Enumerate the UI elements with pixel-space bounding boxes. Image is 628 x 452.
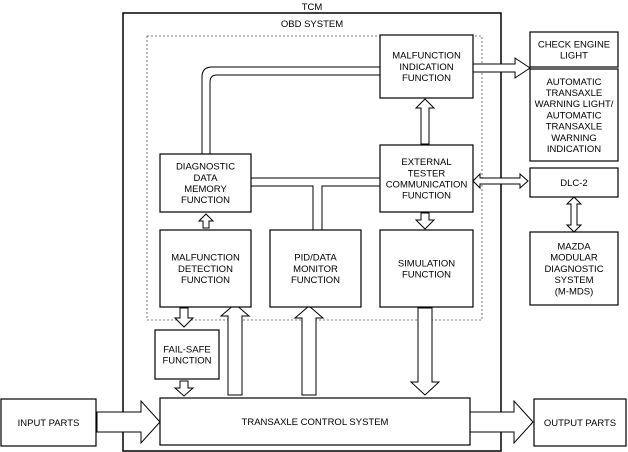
transaxle-control-box: [159, 397, 471, 446]
at-warning-line: WARNING: [551, 133, 597, 144]
external-tester-line: EXTERNAL: [401, 157, 451, 168]
external-tester-line: COMMUNICATION: [386, 180, 468, 191]
mazda-mds-line: MAZDA: [557, 242, 591, 253]
at-warning-line: INDICATION: [547, 144, 601, 155]
pid-data-monitor-line: MONITOR: [293, 264, 338, 275]
arrow-indication-to-lights: [472, 57, 531, 79]
external-tester-box: [379, 144, 474, 213]
pipe-memory-to-tester-left: [251, 185, 314, 230]
fail-safe-line: FUNCTION: [162, 356, 211, 367]
pid-monitor-box: [269, 229, 362, 308]
at-warning-line: WARNING LIGHT/: [535, 99, 614, 110]
mazda-mds-line: DIAGNOSTIC: [544, 264, 603, 275]
malfunction-indication-line: MALFUNCTION: [392, 51, 461, 62]
at-warning-line: TRANSAXLE: [546, 122, 603, 133]
arrow-failsafe-to-control: [173, 380, 195, 397]
arrow-detection-to-memory: [197, 213, 215, 229]
check-engine-light-box: [529, 31, 619, 68]
mazda-mds-line: SYSTEM: [554, 275, 593, 286]
simulation-line: FUNCTION: [402, 270, 451, 281]
external-tester-line: TESTER: [408, 168, 446, 179]
dlc2-label: DLC-2: [560, 178, 587, 189]
tcm-box: [122, 12, 502, 452]
malfunction-detection-line: FUNCTION: [181, 275, 230, 286]
malfunction-detection-line: MALFUNCTION: [171, 253, 240, 264]
pid-data-monitor-line: PID/DATA: [294, 253, 337, 264]
diagnostic-data-memory-line: DATA: [194, 173, 219, 184]
diagnostic-memory-box: [159, 153, 252, 213]
diagnostic-data-memory-line: DIAGNOSTIC: [176, 162, 235, 173]
fail-safe-line: FAIL-SAFE: [163, 344, 211, 355]
simulation-line: SIMULATION: [398, 258, 455, 269]
malfunction-indication-line: INDICATION: [399, 62, 453, 73]
mazda-mds-box: [529, 231, 619, 306]
at-warning-line: AUTOMATIC: [546, 77, 601, 88]
arrow-detection-to-failsafe: [173, 307, 195, 328]
mazda-mds-line: (M-MDS): [555, 286, 594, 297]
arrow-tester-to-simulation: [414, 212, 436, 230]
pipe-memory-to-tester-right: [321, 185, 380, 230]
arrow-simulation-to-control: [409, 307, 441, 396]
pid-data-monitor-line: FUNCTION: [291, 275, 340, 286]
arrow-control-to-pid: [293, 305, 325, 396]
input-parts-line: INPUT PARTS: [18, 418, 80, 429]
at-warning-line: AUTOMATIC: [546, 110, 601, 121]
input-parts-box: [0, 398, 97, 447]
input-parts-label: INPUT PARTS: [18, 418, 80, 429]
arrow-tester-to-indication: [414, 98, 436, 145]
malfunction-detection-line: DETECTION: [178, 264, 233, 275]
at-warning-box: [529, 68, 619, 162]
external-tester-line: FUNCTION: [402, 191, 451, 202]
arrow-control-to-detection: [219, 303, 251, 396]
malfunction-indication-line: FUNCTION: [402, 73, 451, 84]
diagnostic-data-memory-line: FUNCTION: [181, 195, 230, 206]
pipe-memory-to-indication-inner: [209, 74, 380, 154]
mazda-mds-line: MODULAR: [550, 253, 598, 264]
check-engine-light-line: LIGHT: [560, 51, 588, 62]
fail-safe-box: [154, 329, 220, 380]
check-engine-light-line: CHECK ENGINE: [538, 39, 610, 50]
malfunction-detection-box: [159, 229, 252, 308]
arrow-dlc2-mds: [565, 196, 583, 233]
at-warning-line: TRANSAXLE: [546, 88, 603, 99]
malfunction-indication-box: [379, 34, 474, 99]
arrow-tester-dlc2: [472, 172, 529, 190]
arrow-input-to-control: [96, 399, 161, 445]
diagnostic-data-memory-line: MEMORY: [184, 184, 227, 195]
dlc2-line: DLC-2: [560, 178, 587, 189]
obd-system-title: OBD SYSTEM: [281, 19, 343, 30]
output-parts-label: OUTPUT PARTS: [544, 418, 616, 429]
tcm-title: TCM: [302, 2, 323, 13]
pipe-memory-to-indication: [201, 66, 380, 154]
output-parts-box: [533, 398, 627, 447]
simulation-box: [379, 229, 474, 308]
arrow-control-to-output: [469, 399, 534, 445]
transaxle-control-line: TRANSAXLE CONTROL SYSTEM: [242, 417, 389, 428]
dlc2-box: [529, 167, 619, 198]
output-parts-line: OUTPUT PARTS: [544, 418, 616, 429]
transaxle-control-label: TRANSAXLE CONTROL SYSTEM: [242, 417, 389, 428]
